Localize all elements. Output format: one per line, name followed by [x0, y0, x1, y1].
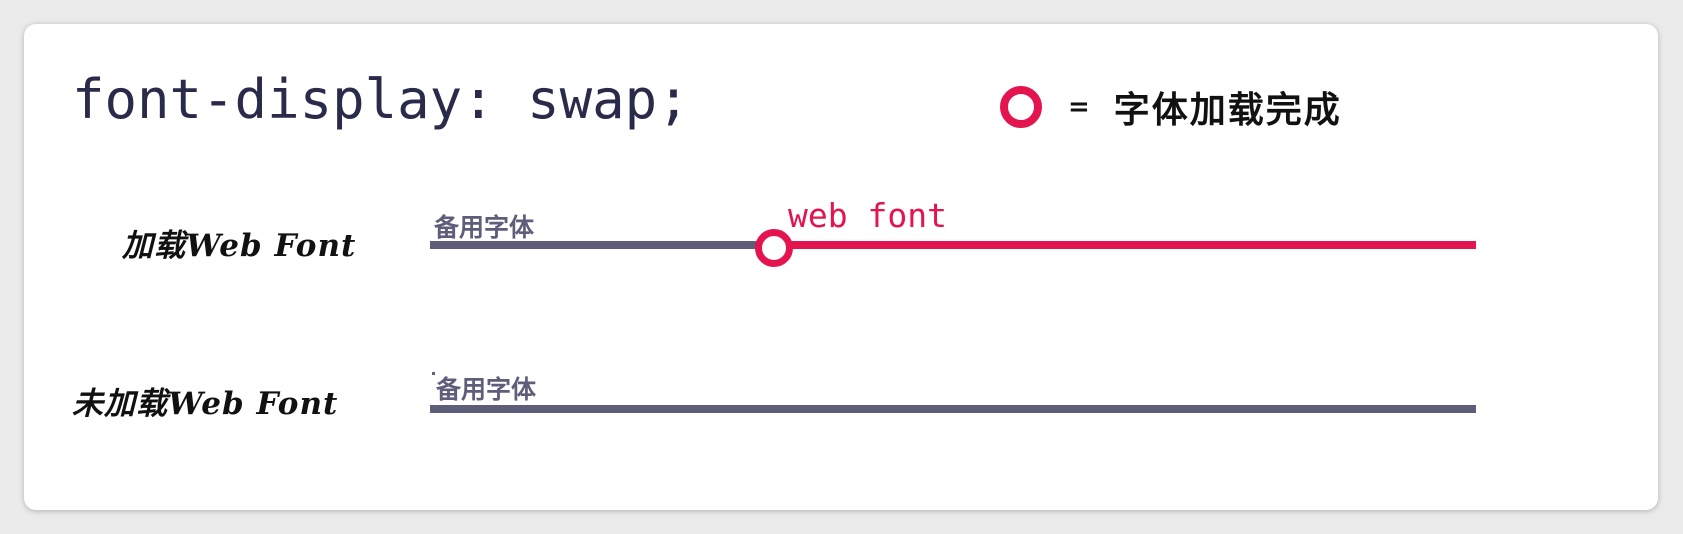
- legend-equals: =: [1068, 92, 1090, 122]
- ring-icon: [1000, 86, 1042, 128]
- legend: = 字体加载完成: [1000, 82, 1342, 132]
- font-loaded-marker: [755, 229, 793, 267]
- row-label-loaded: 加载Web Font: [122, 228, 357, 264]
- row-label-not-loaded: 未加载Web Font: [72, 386, 339, 422]
- fallback-label-not-loaded: 备用字体: [436, 375, 537, 404]
- web-font-label: web font: [788, 196, 947, 235]
- diagram-card: font-display: swap; = 字体加载完成 加载Web Font …: [24, 24, 1658, 510]
- web-font-line: [784, 241, 1476, 249]
- fallback-line-not-loaded: [430, 405, 1476, 413]
- fallback-label-loaded: 备用字体: [434, 213, 535, 242]
- legend-text: 字体加载完成: [1113, 89, 1342, 131]
- tick-mark: [432, 372, 435, 375]
- fallback-line-loaded: [430, 241, 774, 249]
- diagram-title: font-display: swap;: [72, 68, 690, 131]
